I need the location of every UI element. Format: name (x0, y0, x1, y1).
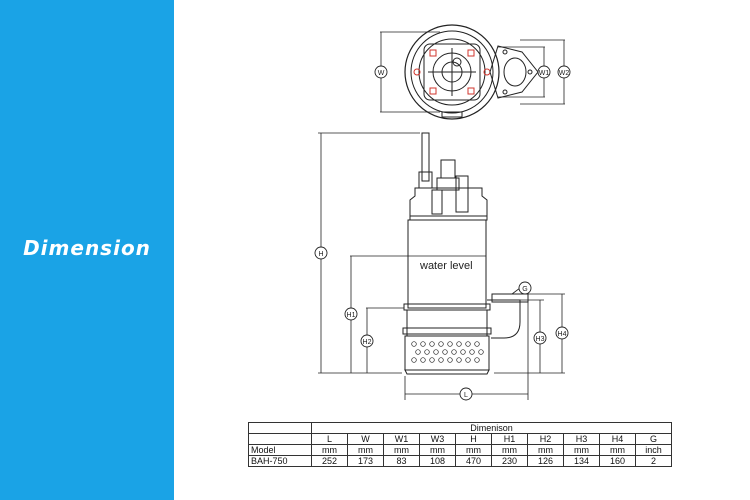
column-header: H (455, 433, 492, 445)
column-header: H1 (491, 433, 528, 445)
unit-cell: mm (599, 444, 636, 456)
header-blank-cell (248, 433, 312, 445)
pump-front-view (402, 132, 529, 375)
column-header: G (635, 433, 672, 445)
marker-h4: H4 (558, 331, 567, 338)
unit-cell: mm (383, 444, 420, 456)
value-cell: 470 (455, 455, 492, 467)
value-cell: 134 (563, 455, 600, 467)
unit-cell: mm (491, 444, 528, 456)
marker-l: L (464, 392, 468, 399)
dimension-table: Dimenison L W W1 W3 H H1 H2 H3 H4 G Mode… (248, 422, 672, 467)
column-header: H3 (563, 433, 600, 445)
unit-cell: mm (347, 444, 384, 456)
value-cell: 160 (599, 455, 636, 467)
marker-w1: W1 (539, 70, 550, 77)
column-header: L (311, 433, 348, 445)
table-header-row: L W W1 W3 H H1 H2 H3 H4 G (248, 433, 672, 445)
table-corner-cell (248, 422, 312, 434)
column-header: W3 (419, 433, 456, 445)
unit-cell: mm (419, 444, 456, 456)
marker-h: H (318, 251, 323, 258)
unit-cell: mm (563, 444, 600, 456)
pump-dimension-drawing: W W1 W2 H H1 H2 H3 H4 G L water level (174, 0, 750, 420)
column-header: W (347, 433, 384, 445)
value-cell: 126 (527, 455, 564, 467)
sidebar-title: Dimension (23, 236, 151, 260)
unit-cell: inch (635, 444, 672, 456)
marker-g: G (522, 286, 527, 293)
unit-cell: mm (455, 444, 492, 456)
water-level-label: water level (419, 260, 473, 272)
marker-w2: W2 (559, 70, 570, 77)
column-header: W1 (383, 433, 420, 445)
value-cell: 108 (419, 455, 456, 467)
value-cell: 173 (347, 455, 384, 467)
marker-h1: H1 (347, 312, 356, 319)
value-cell: 230 (491, 455, 528, 467)
unit-cell: mm (527, 444, 564, 456)
unit-row-label: Model (248, 444, 312, 456)
marker-w: W (378, 70, 385, 77)
model-cell: BAH-750 (248, 455, 312, 467)
value-cell: 2 (635, 455, 672, 467)
table-caption: Dimenison (311, 422, 672, 434)
marker-circles (314, 65, 571, 401)
value-cell: 83 (383, 455, 420, 467)
column-header: H2 (527, 433, 564, 445)
marker-h2: H2 (363, 339, 372, 346)
pump-top-view (404, 24, 539, 120)
top-dimension-lines (380, 31, 565, 113)
column-header: H4 (599, 433, 636, 445)
marker-h3: H3 (536, 336, 545, 343)
value-cell: 252 (311, 455, 348, 467)
table-row: BAH-750 252 173 83 108 470 230 126 134 1… (248, 455, 672, 467)
sidebar: Dimension (0, 0, 174, 500)
table-unit-row: Model mm mm mm mm mm mm mm mm mm inch (248, 444, 672, 456)
strainer-holes (411, 341, 484, 363)
unit-cell: mm (311, 444, 348, 456)
